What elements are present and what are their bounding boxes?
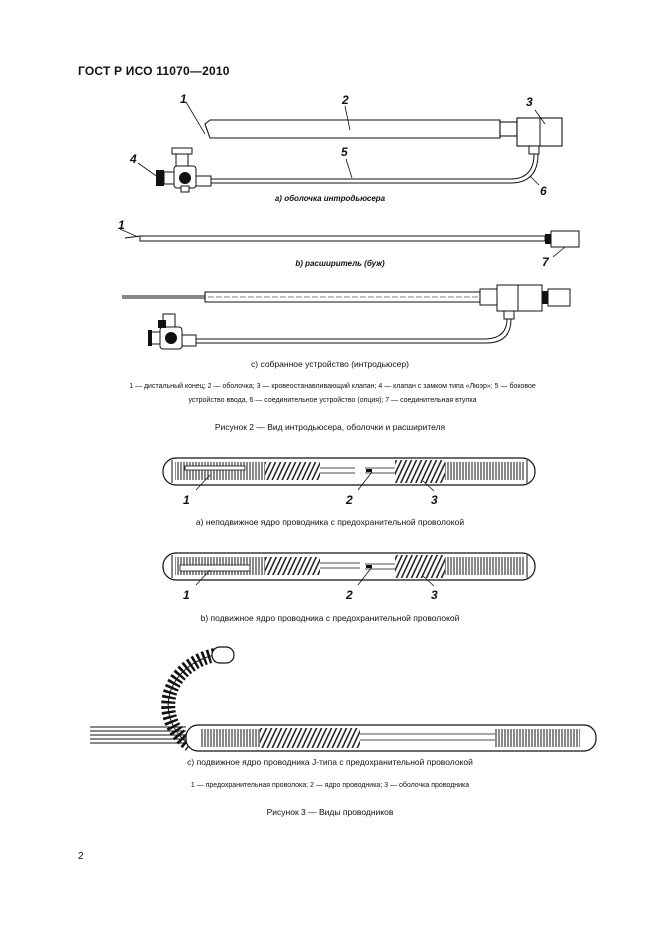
callout-7: 7 bbox=[542, 255, 550, 269]
figure3-caption-b: b) подвижное ядро проводника с предохран… bbox=[200, 613, 460, 623]
callout-fig3a-3: 3 bbox=[431, 493, 438, 507]
callout-5: 5 bbox=[341, 145, 348, 159]
figure2-legend: 1 — дистальный конец; 2 — оболочка; 3 — … bbox=[80, 380, 585, 408]
callout-2: 2 bbox=[341, 93, 349, 107]
callout-1: 1 bbox=[180, 92, 187, 106]
figure3-legend: 1 — предохранительная проволока; 2 — ядр… bbox=[190, 782, 470, 789]
figure3-caption-a: а) неподвижное ядро проводника с предохр… bbox=[195, 517, 465, 527]
callouts-fig3b: 1 2 3 bbox=[183, 566, 438, 602]
callouts-fig3a: 1 2 3 bbox=[183, 471, 438, 507]
guidewire-j-type-drawing bbox=[90, 646, 597, 752]
guidewire-fixed-core-drawing bbox=[162, 457, 536, 486]
guidewire-movable-core-drawing bbox=[162, 552, 536, 581]
callout-fig3a-2: 2 bbox=[345, 493, 353, 507]
figure2-title: Рисунок 2 — Вид интродьюсера, оболочки и… bbox=[214, 422, 446, 432]
callout-fig3b-3: 3 bbox=[431, 588, 438, 602]
figure3-title: Рисунок 3 — Виды проводников bbox=[266, 807, 394, 817]
callout-1-dilator: 1 bbox=[118, 218, 125, 232]
callout-6: 6 bbox=[540, 184, 547, 198]
dilator-drawing: 1 7 bbox=[118, 218, 580, 269]
callout-fig3a-1: 1 bbox=[183, 493, 190, 507]
document-header: ГОСТ Р ИСО 11070—2010 bbox=[78, 64, 230, 78]
callouts-a: 1 2 3 4 5 6 bbox=[129, 92, 547, 198]
figure2-caption-b: b) расширитель (буж) bbox=[295, 259, 385, 268]
assembled-introducer-drawing bbox=[122, 284, 571, 350]
figure2-legend-line2: устройство ввода, 6 — соединительное уст… bbox=[188, 397, 477, 404]
callout-3: 3 bbox=[526, 95, 533, 109]
callout-fig3b-2: 2 bbox=[345, 588, 353, 602]
sheath-drawing bbox=[156, 117, 563, 193]
figure2-caption-c: с) собранное устройство (интродьюсер) bbox=[251, 359, 409, 369]
callout-4: 4 bbox=[129, 152, 137, 166]
figure2-legend-line1: 1 — дистальный конец; 2 — оболочка; 3 — … bbox=[129, 383, 536, 390]
callout-fig3b-1: 1 bbox=[183, 588, 190, 602]
page-number: 2 bbox=[78, 851, 84, 862]
figure2-caption-a: а) оболочка интродьюсера bbox=[274, 194, 386, 203]
figure3-caption-c: с) подвижное ядро проводника J-типа с пр… bbox=[187, 757, 473, 767]
